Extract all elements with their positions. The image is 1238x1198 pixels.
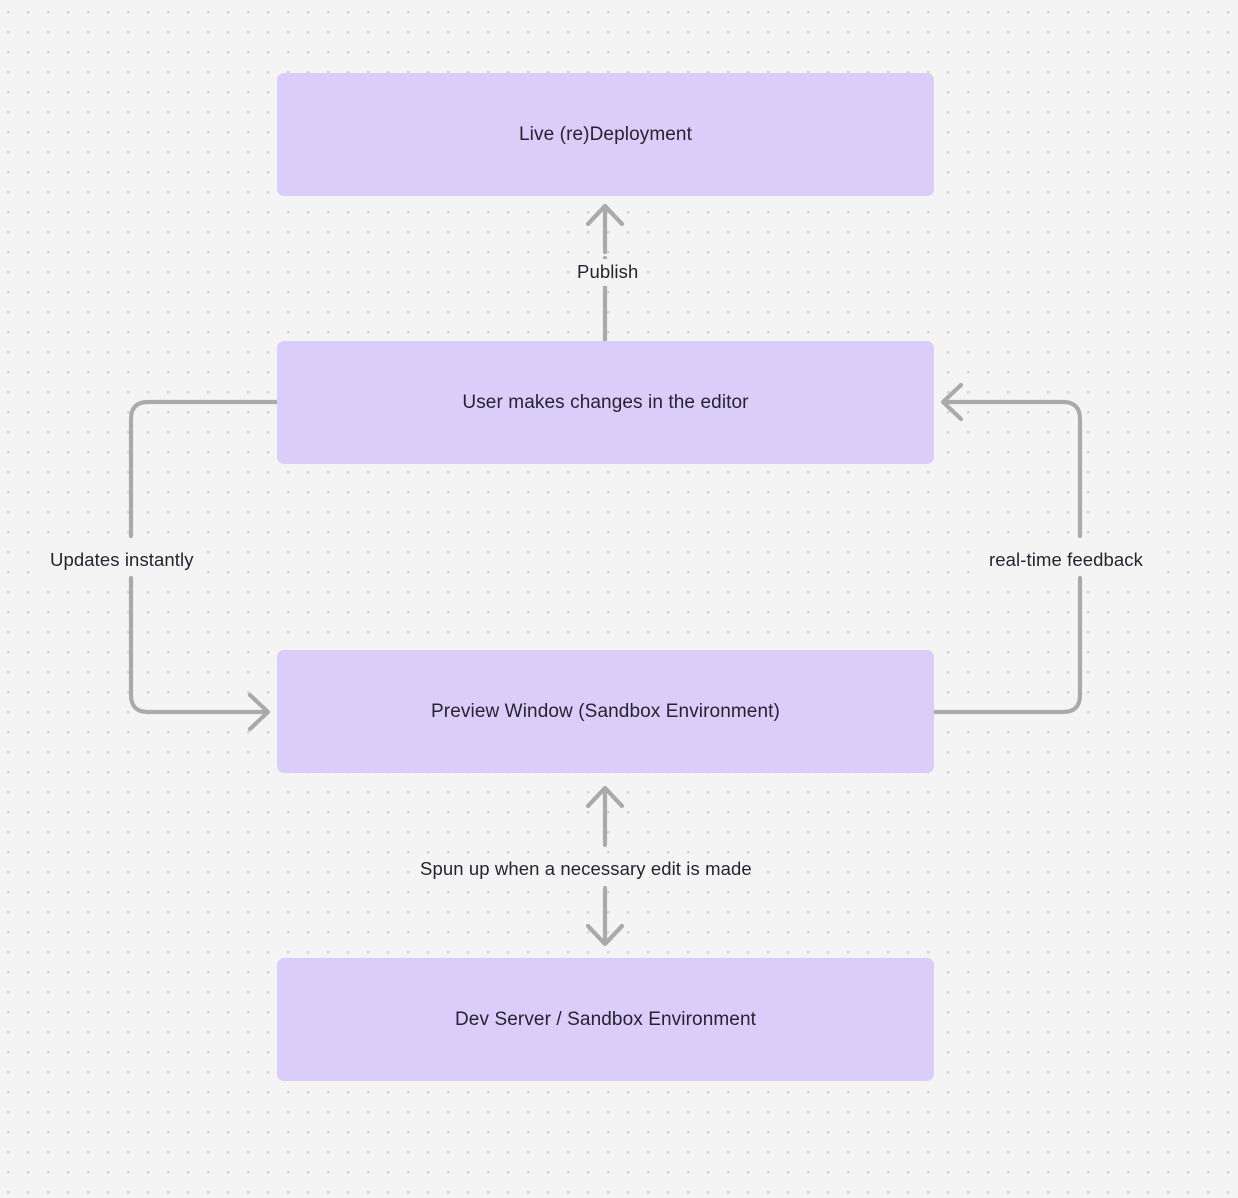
updates-line-upper	[128, 399, 280, 539]
realtime-line-upper	[942, 399, 1083, 539]
edge-label-updates-instantly: Updates instantly	[43, 547, 201, 574]
realtime-arrowhead-left	[940, 382, 964, 422]
node-live-redeployment-label: Live (re)Deployment	[519, 123, 692, 145]
edge-label-spun-up: Spun up when a necessary edit is made	[413, 856, 759, 883]
node-live-redeployment[interactable]: Live (re)Deployment	[277, 73, 934, 196]
node-user-makes-changes[interactable]: User makes changes in the editor	[277, 341, 934, 464]
edge-label-real-time-feedback: real-time feedback	[982, 547, 1150, 574]
updates-arrowhead-right	[247, 692, 271, 732]
node-preview-window-label: Preview Window (Sandbox Environment)	[431, 700, 780, 722]
updates-line-lower	[128, 575, 269, 715]
node-dev-server-label: Dev Server / Sandbox Environment	[454, 1008, 756, 1030]
edge-label-publish: Publish	[570, 259, 646, 286]
realtime-line-lower	[931, 575, 1083, 715]
node-user-makes-changes-label: User makes changes in the editor	[462, 391, 749, 413]
spunup-arrowhead-down	[585, 923, 625, 947]
node-dev-server[interactable]: Dev Server / Sandbox Environment	[277, 958, 934, 1081]
node-preview-window[interactable]: Preview Window (Sandbox Environment)	[277, 650, 934, 773]
publish-arrowhead-up	[585, 203, 625, 227]
spunup-arrowhead-up	[585, 785, 625, 809]
